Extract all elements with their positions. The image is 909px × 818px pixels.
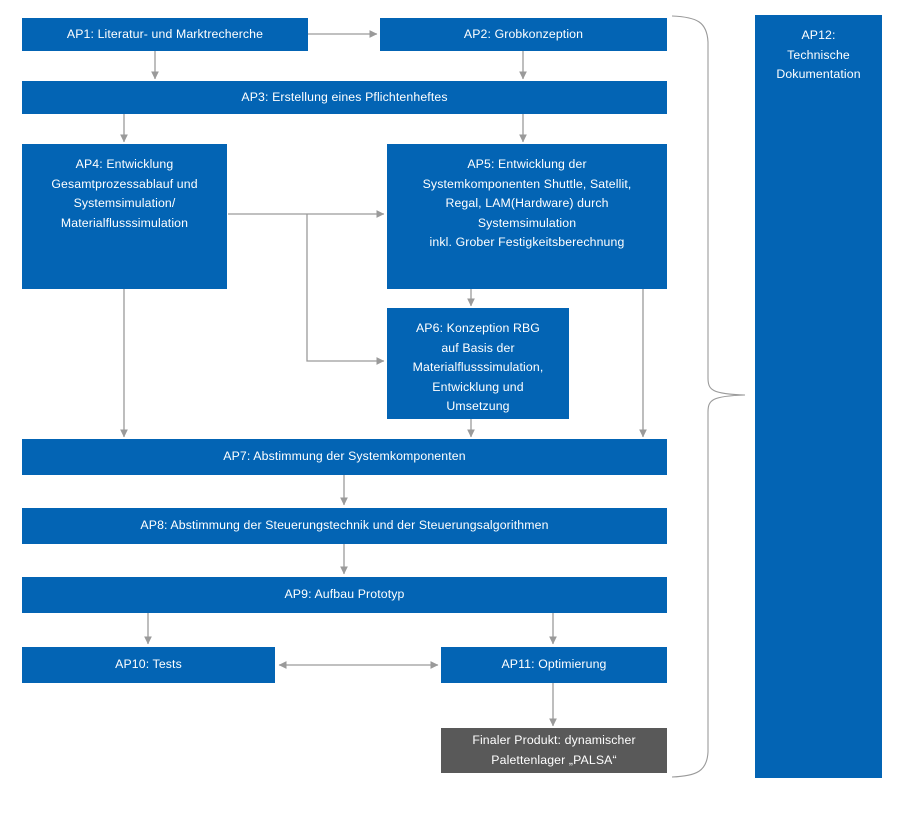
node-ap3[interactable]: AP3: Erstellung eines Pflichtenheftes [22, 81, 667, 114]
node-ap3-label: AP3: Erstellung eines Pflichtenheftes [241, 89, 448, 104]
node-final-product[interactable]: Finaler Produkt: dynamischer Palettenlag… [441, 728, 667, 773]
node-ap7-label: AP7: Abstimmung der Systemkomponenten [223, 449, 466, 464]
node-ap9-label: AP9: Aufbau Prototyp [284, 587, 405, 602]
node-ap9[interactable]: AP9: Aufbau Prototyp [22, 577, 667, 613]
node-ap11-label: AP11: Optimierung [501, 657, 607, 672]
node-ap12-label: AP12: Technische Dokumentation [776, 28, 861, 81]
node-ap1[interactable]: AP1: Literatur- und Marktrecherche [22, 18, 308, 51]
node-ap2[interactable]: AP2: Grobkonzeption [380, 18, 667, 51]
node-ap4[interactable]: AP4: Entwicklung Gesamtprozessablauf und… [22, 144, 227, 289]
node-ap5[interactable]: AP5: Entwicklung der Systemkomponenten S… [387, 144, 667, 289]
node-ap11[interactable]: AP11: Optimierung [441, 647, 667, 683]
node-ap6[interactable]: AP6: Konzeption RBG auf Basis der Materi… [387, 308, 569, 419]
edge-ap4-ap6 [306, 214, 385, 365]
node-ap2-label: AP2: Grobkonzeption [463, 26, 584, 41]
node-final-product-label: Finaler Produkt: dynamischer Palettenlag… [472, 733, 636, 767]
edge-brace-ap12 [671, 15, 746, 778]
node-ap7[interactable]: AP7: Abstimmung der Systemkomponenten [22, 439, 667, 475]
node-ap5-label: AP5: Entwicklung der Systemkomponenten S… [422, 157, 632, 249]
node-ap8[interactable]: AP8: Abstimmung der Steuerungstechnik un… [22, 508, 667, 544]
node-ap10[interactable]: AP10: Tests [22, 647, 275, 683]
node-ap12[interactable]: AP12: Technische Dokumentation [755, 15, 882, 778]
node-ap8-label: AP8: Abstimmung der Steuerungstechnik un… [140, 518, 549, 533]
node-ap4-label: AP4: Entwicklung Gesamtprozessablauf und… [51, 157, 198, 230]
node-ap6-label: AP6: Konzeption RBG auf Basis der Materi… [412, 321, 544, 413]
node-ap1-label: AP1: Literatur- und Marktrecherche [66, 26, 264, 41]
node-ap10-label: AP10: Tests [115, 657, 182, 672]
